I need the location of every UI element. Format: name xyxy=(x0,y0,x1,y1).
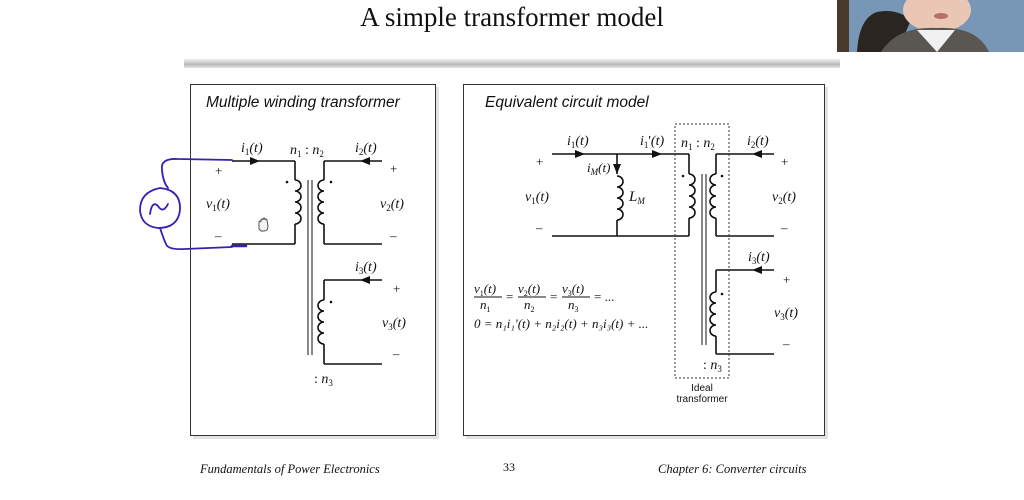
secondary2-winding xyxy=(317,179,325,225)
label-plus-v3: + xyxy=(783,272,790,287)
fraction-3-numerator: v3(t) xyxy=(562,281,584,298)
handwritten-ac-source-annotation xyxy=(139,158,248,251)
magnetizing-inductor xyxy=(616,175,624,221)
ideal-primary-winding xyxy=(688,173,696,219)
tertiary-winding xyxy=(317,299,325,345)
fraction-1-denominator: n1 xyxy=(480,297,491,314)
panel-title-equivalent-circuit: Equivalent circuit model xyxy=(485,94,649,111)
label-v2: v2(t) xyxy=(772,190,796,206)
right-circuit xyxy=(552,150,774,355)
fraction-3-denominator: n3 xyxy=(568,297,579,314)
label-minus-v1: – xyxy=(535,220,543,235)
panel-equivalent-circuit xyxy=(463,84,825,436)
label-plus-v2: + xyxy=(390,161,397,176)
label-plus-v2: + xyxy=(781,154,788,169)
label-i2: i2(t) xyxy=(747,134,769,150)
title-rule xyxy=(184,59,840,68)
i3-arrow xyxy=(752,266,762,274)
label-v3: v3(t) xyxy=(382,316,406,332)
label-minus-v3: – xyxy=(782,336,790,351)
ac-source-circle-icon xyxy=(139,187,181,229)
equation-tail: = ... xyxy=(594,289,614,304)
fraction-2-numerator: v2(t) xyxy=(518,281,540,298)
label-minus-v1: – xyxy=(214,228,222,243)
label-turns-n1-n2: n1 : n2 xyxy=(290,143,324,159)
fraction-1-numerator: v1(t) xyxy=(474,281,496,298)
i1-arrow xyxy=(250,157,260,165)
label-v1: v1(t) xyxy=(206,197,230,213)
polarity-dots xyxy=(285,180,333,304)
webcam-video-overlay xyxy=(837,0,1024,52)
panel-multiple-winding xyxy=(190,84,436,436)
presenter-video-icon xyxy=(837,0,1024,52)
label-v2: v2(t) xyxy=(380,197,404,213)
primary-winding xyxy=(294,179,302,225)
sine-wave-icon xyxy=(149,203,169,215)
footer-chapter: Chapter 6: Converter circuits xyxy=(658,462,807,476)
ideal-secondary2-winding xyxy=(709,173,717,219)
label-minus-v3: – xyxy=(392,346,400,361)
hand-cursor-icon xyxy=(258,217,269,232)
label-i1: i1(t) xyxy=(241,141,263,157)
equation-voltage-ratio: v1(t) n1 = v2(t) n2 = v3(t) n3 = ... xyxy=(474,281,614,314)
label-ideal: Ideal xyxy=(691,383,713,394)
slide-title: A simple transformer model xyxy=(360,2,664,32)
label-n3: : n3 xyxy=(703,358,722,374)
i3-arrow xyxy=(360,276,370,284)
label-turns-n1-n2: n1 : n2 xyxy=(681,136,715,152)
equals-sign: = xyxy=(550,289,557,304)
label-v1: v1(t) xyxy=(525,190,549,206)
i2-arrow xyxy=(752,150,762,158)
label-plus-v3: + xyxy=(393,281,400,296)
label-i2: i2(t) xyxy=(355,141,377,157)
i2-arrow xyxy=(360,157,370,165)
equals-sign: = xyxy=(506,289,513,304)
polarity-dots xyxy=(681,174,724,296)
i1-prime-arrow xyxy=(652,150,662,158)
page-number: 33 xyxy=(503,460,515,474)
label-plus-v1: + xyxy=(215,163,222,178)
label-n3: : n3 xyxy=(314,372,333,388)
iM-arrow xyxy=(613,164,621,174)
label-iM: iM(t) xyxy=(587,160,610,177)
label-minus-v2: – xyxy=(780,220,788,235)
label-i1: i1(t) xyxy=(567,134,589,150)
footer-book-title: Fundamentals of Power Electronics xyxy=(200,462,380,476)
label-i1-prime: i1'(t) xyxy=(640,134,664,150)
left-circuit xyxy=(232,157,382,365)
label-transformer: transformer xyxy=(676,394,728,405)
label-minus-v2: – xyxy=(389,228,397,243)
ideal-transformer-dashed-box xyxy=(674,123,730,379)
equation-current-sum: 0 = n₁i₁'(t) + n₂i₂(t) + n₃i₃(t) + ... xyxy=(474,316,648,331)
fraction-2-denominator: n2 xyxy=(524,297,535,314)
label-i3: i3(t) xyxy=(748,250,770,266)
i1-arrow xyxy=(575,150,585,158)
ideal-tertiary-winding xyxy=(709,291,717,337)
label-LM: LM xyxy=(628,189,645,206)
label-i3: i3(t) xyxy=(355,260,377,276)
panel-title-multiple-winding: Multiple winding transformer xyxy=(206,94,400,111)
label-v3: v3(t) xyxy=(774,306,798,322)
label-plus-v1: + xyxy=(536,154,543,169)
